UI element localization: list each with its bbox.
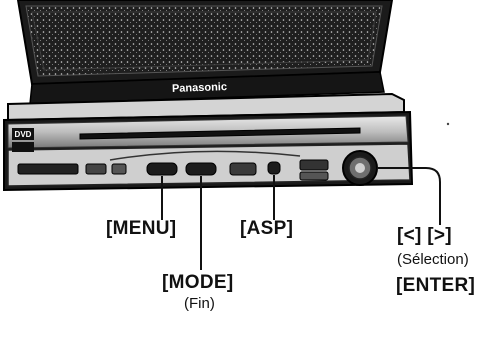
asp-button[interactable] [268,162,280,174]
enter-label: [ENTER] [396,276,475,295]
right-buttons [300,160,328,180]
monitor-screen [18,0,392,84]
mode-label: [MODE] [162,273,233,292]
brand-label: Panasonic [172,82,227,95]
center-button[interactable] [230,163,256,175]
svg-text:DVD: DVD [15,130,32,139]
menu-button[interactable] [147,163,177,175]
arrows-label: [<] [>] [397,226,452,245]
asp-label: [ASP] [240,219,293,238]
dvd-logo: DVD [12,128,34,152]
mode-button[interactable] [186,163,216,175]
joystick-knob[interactable] [343,151,377,185]
menu-label: [MENU] [106,219,176,238]
mode-note: (Fin) [184,296,215,311]
arrows-note: (Sélection) [397,252,469,267]
